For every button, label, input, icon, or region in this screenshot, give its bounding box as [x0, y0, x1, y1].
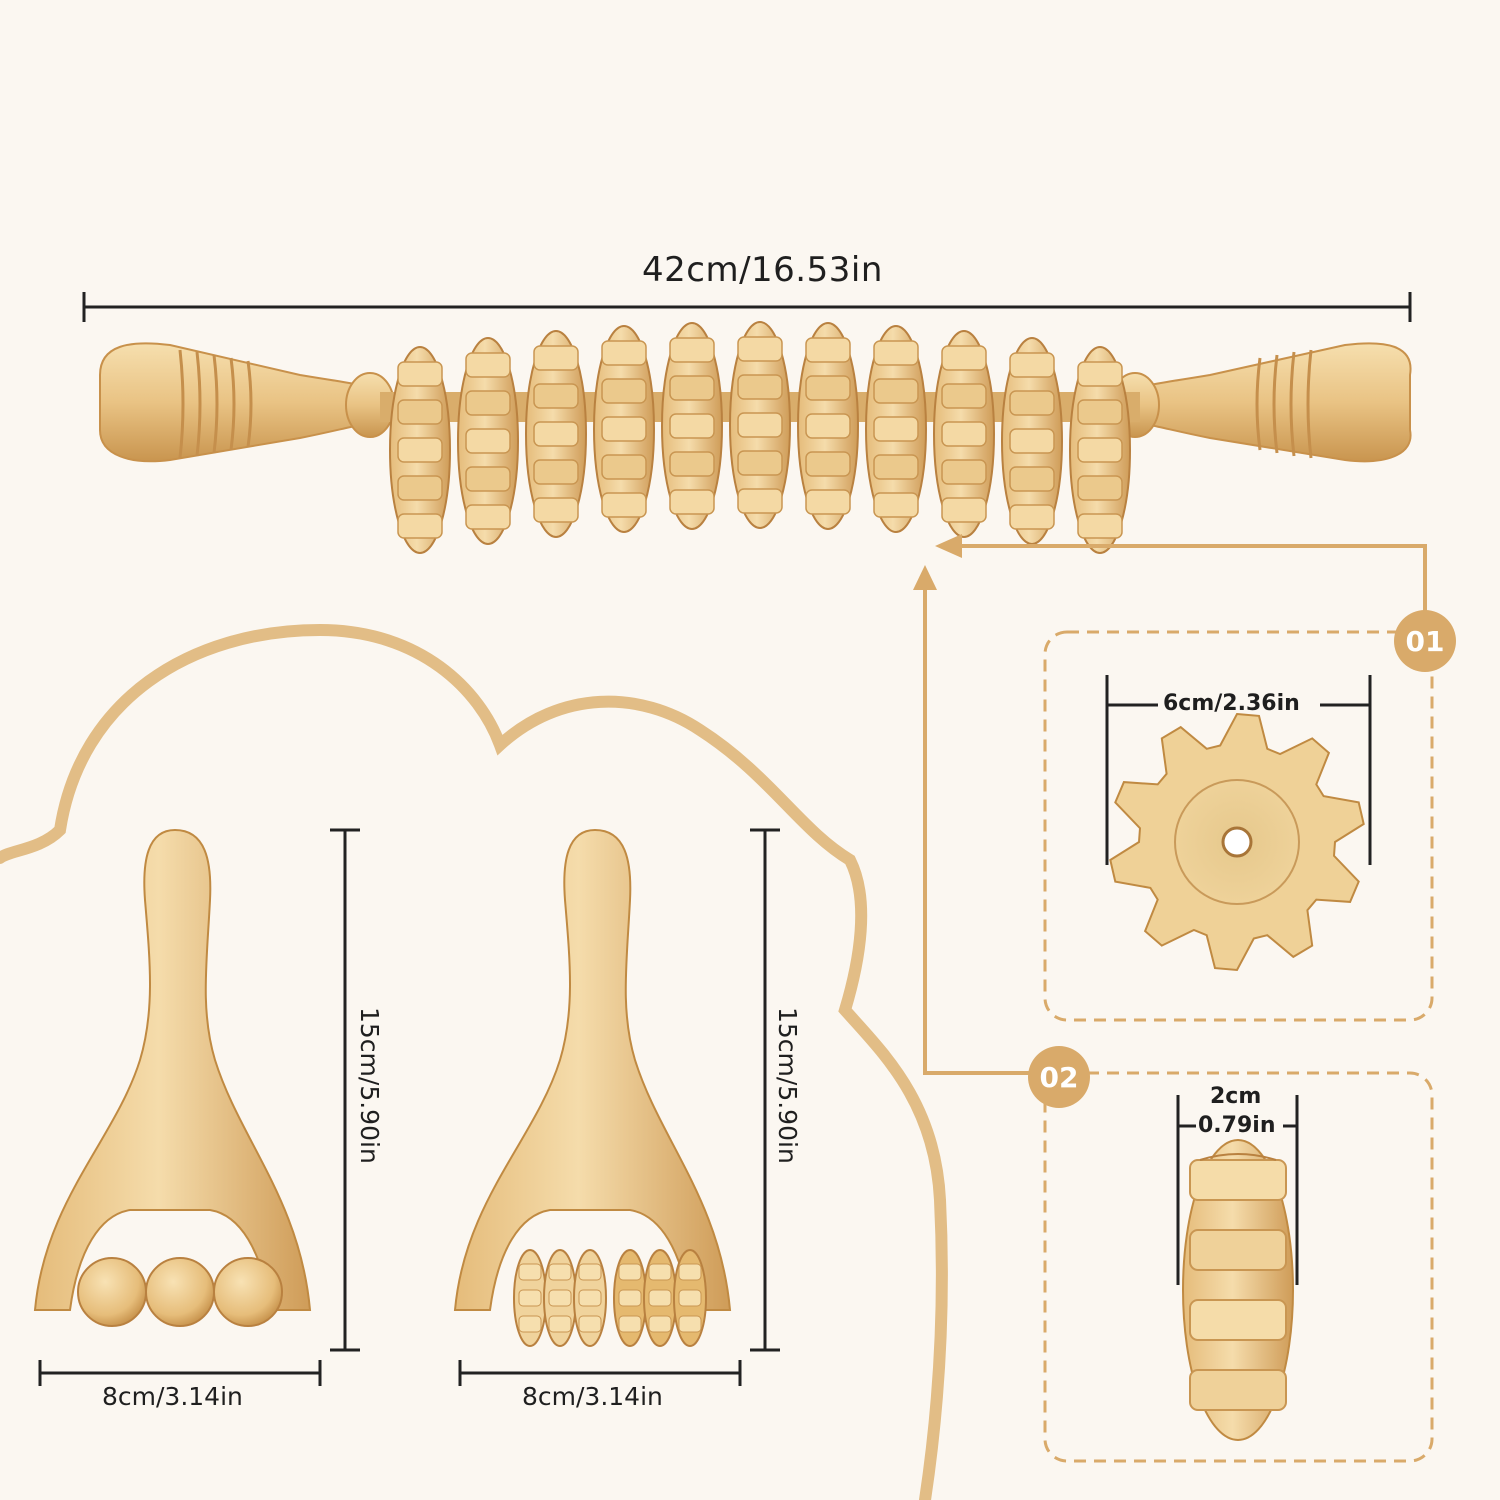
left-handle: [99, 342, 395, 463]
roller-wheel: [389, 346, 451, 554]
wheel-width-label-bottom: 0.79in: [1198, 1113, 1276, 1138]
hand-roller-2-dimensions: [458, 828, 780, 1386]
hand-roller-2-width-label: 8cm/3.14in: [522, 1382, 663, 1411]
hand-roller-gears: [453, 828, 732, 1347]
callout-connectors: [923, 544, 1427, 1075]
roller-wheel: [457, 337, 519, 545]
wheel-width-dimension: [1176, 1095, 1299, 1285]
roller-wheel: [525, 330, 587, 538]
gear-disc: [673, 1249, 707, 1347]
roller-wheel: [661, 322, 723, 530]
wheel-width-label-top: 2cm: [1210, 1084, 1262, 1109]
gear-disc: [573, 1249, 607, 1347]
hand-roller-1-dimensions: [38, 828, 360, 1386]
callout-badge-02: 02: [1028, 1046, 1090, 1108]
gear-disc: [613, 1249, 647, 1347]
gear-disc: [543, 1249, 577, 1347]
roller-wheel: [797, 322, 859, 530]
cloud-outline: [0, 623, 948, 1500]
roller-wheel: [729, 321, 791, 529]
wheel-side-illustration: [1182, 1139, 1294, 1441]
wheel-diameter-dimension: [1105, 675, 1372, 865]
main-length-label: 42cm/16.53in: [642, 250, 883, 290]
roller-wheel: [1001, 337, 1063, 545]
callout-badge-01: 01: [1394, 610, 1456, 672]
hand-roller-1-height-label: 15cm/5.90in: [355, 1007, 384, 1164]
hand-roller-2-height-label: 15cm/5.90in: [773, 1007, 802, 1164]
arrow-head-02: [913, 565, 937, 590]
wheel-diameter-label: 6cm/2.36in: [1163, 691, 1300, 716]
roller-wheels: [389, 321, 1131, 554]
hand-roller-balls: [33, 828, 312, 1327]
length-dimension-line: [82, 292, 1412, 322]
gear-disc: [513, 1249, 547, 1347]
roller-wheel: [593, 325, 655, 533]
hand-roller-gear-discs: [513, 1249, 707, 1347]
callout-box-01: [1043, 630, 1434, 1022]
arrow-head-01: [935, 534, 962, 558]
right-handle: [1110, 342, 1412, 463]
wheel-face-illustration: [1109, 712, 1365, 972]
roller-wheel: [865, 325, 927, 533]
hand-roller-1-width-label: 8cm/3.14in: [102, 1382, 243, 1411]
gear-disc: [643, 1249, 677, 1347]
roller-wheel: [933, 330, 995, 538]
callout-box-02: [1043, 1071, 1434, 1463]
roller-wheel: [1069, 346, 1131, 554]
